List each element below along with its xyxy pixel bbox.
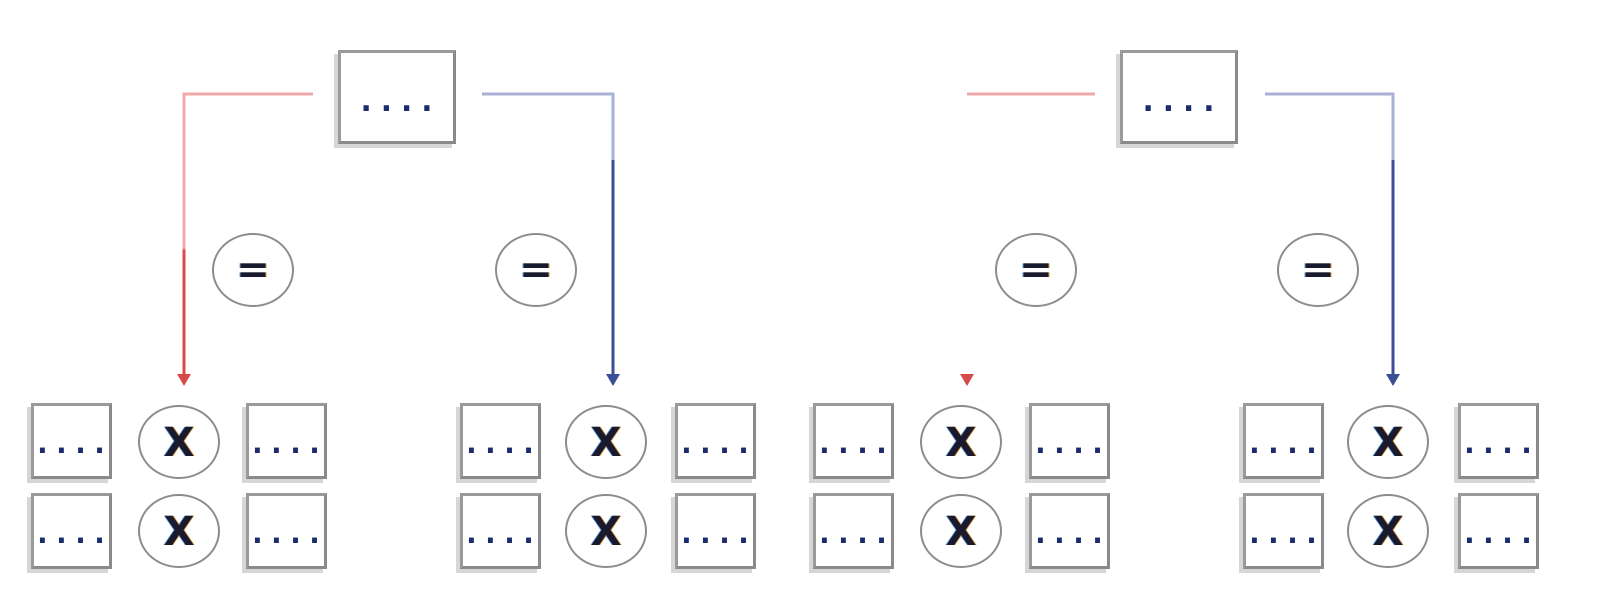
- root-box: ....: [1120, 50, 1238, 144]
- operand-box: ....: [246, 403, 327, 479]
- root-box: ....: [338, 50, 456, 144]
- operand-box: ....: [31, 403, 112, 479]
- multiply-symbol: X: [163, 420, 195, 466]
- equals-symbol: =: [1019, 247, 1053, 293]
- multiply-symbol: X: [1372, 420, 1404, 466]
- right-arrowhead: [1386, 374, 1400, 386]
- equals-symbol: =: [519, 247, 553, 293]
- operand-box: ....: [675, 403, 756, 479]
- box-label: ....: [1138, 81, 1220, 119]
- box-label: ....: [1031, 426, 1108, 461]
- equals-node: =: [1277, 233, 1359, 307]
- box-label: ....: [462, 426, 539, 461]
- operand-box: ....: [813, 493, 894, 569]
- right-arrowhead: [606, 374, 620, 386]
- operand-box: ....: [1458, 493, 1539, 569]
- operand-box: ....: [246, 493, 327, 569]
- box-label: ....: [462, 516, 539, 551]
- multiply-symbol: X: [163, 509, 195, 555]
- equals-node: =: [995, 233, 1077, 307]
- box-label: ....: [33, 426, 110, 461]
- box-label: ....: [1460, 516, 1537, 551]
- operand-box: ....: [31, 493, 112, 569]
- multiply-node: X: [920, 405, 1002, 479]
- multiply-symbol: X: [945, 509, 977, 555]
- operand-box: ....: [1029, 493, 1110, 569]
- box-label: ....: [248, 426, 325, 461]
- box-label: ....: [815, 426, 892, 461]
- box-label: ....: [1460, 426, 1537, 461]
- operand-box: ....: [1029, 403, 1110, 479]
- box-label: ....: [33, 516, 110, 551]
- box-label: ....: [1245, 426, 1322, 461]
- box-label: ....: [1245, 516, 1322, 551]
- operand-box: ....: [813, 403, 894, 479]
- equals-node: =: [495, 233, 577, 307]
- multiply-node: X: [1347, 494, 1429, 568]
- multiply-symbol: X: [590, 509, 622, 555]
- operand-box: ....: [460, 493, 541, 569]
- equals-node: =: [212, 233, 294, 307]
- operand-box: ....: [1458, 403, 1539, 479]
- box-label: ....: [677, 516, 754, 551]
- multiply-node: X: [138, 405, 220, 479]
- right-connector-top: [1265, 92, 1395, 160]
- multiply-symbol: X: [590, 420, 622, 466]
- multiply-symbol: X: [945, 420, 977, 466]
- right-connector-top: [482, 92, 615, 160]
- operand-box: ....: [675, 493, 756, 569]
- box-label: ....: [356, 81, 438, 119]
- multiply-node: X: [1347, 405, 1429, 479]
- multiply-node: X: [920, 494, 1002, 568]
- multiply-node: X: [565, 494, 647, 568]
- left-arrowhead: [960, 374, 974, 386]
- operand-box: ....: [1243, 493, 1324, 569]
- operand-box: ....: [460, 403, 541, 479]
- multiply-node: X: [138, 494, 220, 568]
- box-label: ....: [1031, 516, 1108, 551]
- box-label: ....: [248, 516, 325, 551]
- multiply-symbol: X: [1372, 509, 1404, 555]
- box-label: ....: [677, 426, 754, 461]
- operand-box: ....: [1243, 403, 1324, 479]
- left-arrowhead: [177, 374, 191, 386]
- multiply-node: X: [565, 405, 647, 479]
- box-label: ....: [815, 516, 892, 551]
- equals-symbol: =: [1301, 247, 1335, 293]
- equals-symbol: =: [236, 247, 270, 293]
